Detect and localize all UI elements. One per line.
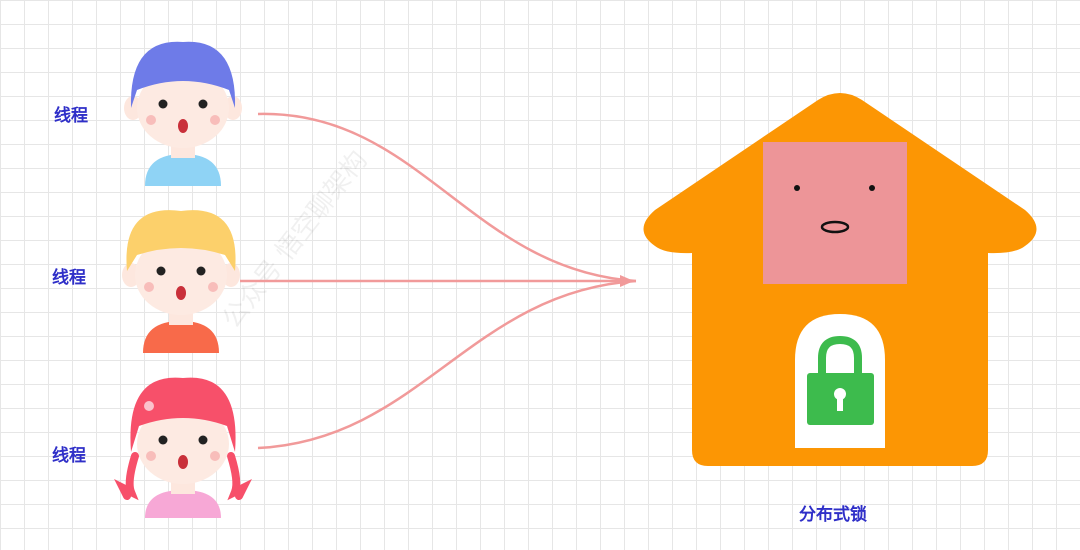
face	[135, 235, 227, 315]
face	[137, 68, 229, 148]
lock-house	[643, 93, 1037, 466]
thread-avatar-1	[124, 41, 242, 186]
face	[137, 404, 229, 484]
watermark: 公众号 悟空聊架构	[217, 145, 374, 334]
thread-avatar-3	[114, 377, 252, 518]
house-mouth	[820, 220, 850, 234]
arrow-1	[257, 112, 637, 283]
ear-left	[124, 96, 142, 120]
padlock-icon	[807, 335, 874, 425]
thread-label-2: 线程	[52, 268, 86, 288]
ear-right	[222, 263, 240, 287]
thread-label-1: 线程	[54, 106, 88, 126]
house-face	[763, 142, 907, 284]
lock-label: 分布式锁	[799, 505, 867, 525]
hair-clip-icon	[144, 401, 154, 411]
arrows	[240, 112, 637, 450]
braid-left	[114, 452, 139, 501]
shirt	[143, 321, 219, 353]
ear-right	[224, 96, 242, 120]
shirt	[145, 490, 221, 518]
thread-avatar-2	[122, 210, 240, 353]
braid-right	[227, 452, 252, 501]
hair	[130, 377, 236, 452]
arrow-3	[257, 279, 637, 450]
hair	[126, 210, 236, 271]
shirt	[145, 154, 221, 186]
ear-left	[122, 263, 140, 287]
hair	[130, 41, 236, 108]
thread-label-3: 线程	[52, 446, 86, 466]
